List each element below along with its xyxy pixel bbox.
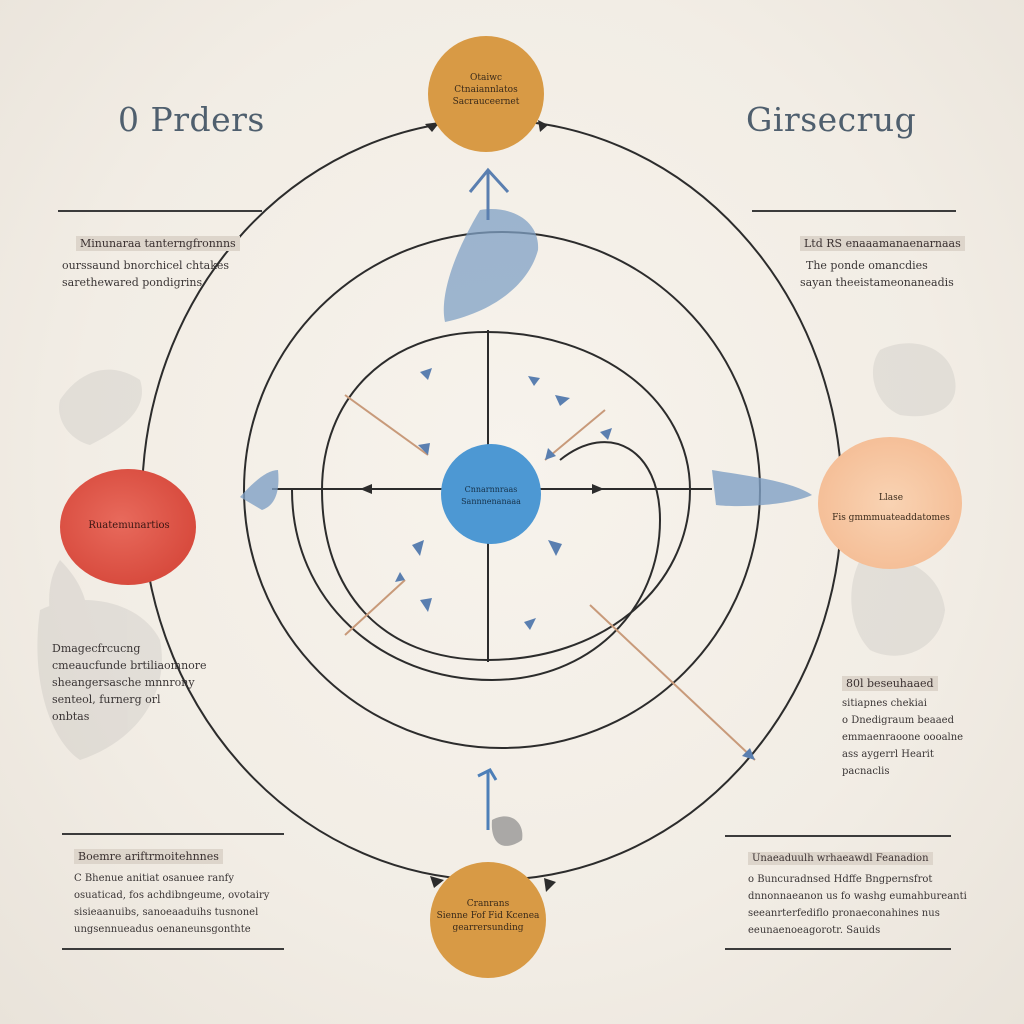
panel-line: sayan theeistameonaneadis [800,276,954,289]
panel-heading: 80l beseuhaaed [842,676,938,691]
panel-bottom-right: Unaeaduulh wrhaeawdl Feanadion o Buncura… [748,846,967,939]
panel-line: ourssaund bnorchicel chtakes [62,259,230,272]
panel-line: ass aygerrl Hearit [842,749,934,760]
top-node-line: Otaiwc [470,73,502,83]
panel-heading: Unaeaduulh wrhaeawdl Feanadion [748,852,933,865]
blue-arrow-up-icon [468,167,510,220]
panel-line: sarethewared pondigrins [62,276,203,289]
panel-line: The ponde omancdies [806,259,928,272]
panel-line: pacnaclis [842,766,890,777]
top-node-line: Sacrauceernet [452,97,520,107]
bottom-node-line: Sienne Fof Fid Kcenea [436,911,540,921]
panel-line: emmaenraoone oooalne [842,732,964,743]
panel-mid-right: 80l beseuhaaed sitiapnes chekiai o Dnedi… [842,672,992,780]
blue-shard-left [240,470,279,510]
left-title: 0 Prders [118,100,265,139]
bottom-node-circle [430,862,546,978]
center-node-line: Sannnenanaaa [461,497,521,506]
flow-arrows [344,394,756,761]
panel-line: cmeaucfunde brtiliaomnore [52,659,207,672]
rule-top-right [752,210,956,212]
right-node-label: Llase Fis gmmmuateaddatomes [818,492,964,524]
right-node-line: Fis gmmmuateaddatomes [832,513,950,523]
panel-line: o Buncuradnsed Hdffe Bngpernsfrot [748,874,933,885]
rule-bottom-right-bottom [725,948,951,950]
arrow-head-axis-right [592,484,604,494]
center-node-label: Cnnarnnraas Sannnenanaaa [441,484,541,508]
bottom-node-line: gearrersunding [452,923,524,933]
panel-line: sheangersasche mnnrony [52,676,195,689]
panel-line: onbtas [52,710,90,723]
panel-line: C Bhenue anitiat osanuee ranfy [74,873,235,884]
arrow-head-axis-left [360,484,372,494]
arrow-head-top-left [425,122,440,132]
arrow-head-bottom-left [430,876,444,888]
panel-line: eeunaenoeagorotr. Sauids [748,925,881,936]
gray-smudge-bottom [491,816,523,846]
arrow-head-bottom-right [544,878,556,892]
panel-line: o Dnedigraum beaaed [842,715,954,726]
center-node-circle [441,444,541,544]
panel-line: sitiapnes chekiai [842,698,927,709]
center-node-line: Cnnarnnraas [464,485,518,494]
top-node-label: Otaiwc Ctnaiannlatos Sacrauceernet [426,72,546,108]
panel-top-left: Minunaraa tanterngfronnns ourssaund bnor… [62,232,262,291]
arrow-head-top-right [538,120,548,132]
panel-line: osuaticad, fos achdibngeume, ovotairy [74,890,270,901]
left-node-circle [60,469,196,585]
panel-line: senteol, furnerg orl [52,693,161,706]
panel-line: Dmagecfrcucng [52,642,141,655]
bottom-node-line: Cranrans [466,899,510,909]
rule-bottom-right-top [725,835,951,837]
panel-heading: Minunaraa tanterngfronnns [76,236,240,251]
rule-bottom-left-bottom [62,948,284,950]
right-node-line: Llase [878,493,904,503]
panel-line: ungsennueadus oenaneunsgonthte [74,924,251,935]
panel-mid-left: Dmagecfrcucng cmeaucfunde brtiliaomnore … [52,640,252,725]
blue-arrow-down-icon [477,768,498,830]
panel-line: sisieaanuibs, sanoeaaduihs tusnonel [74,907,259,918]
bottom-node-label: Cranrans Sienne Fof Fid Kcenea gearrersu… [428,898,548,934]
top-node-line: Ctnaiannlatos [454,85,518,95]
background-smudges [37,343,956,760]
right-title: Girsecrug [746,100,917,139]
inner-spiral-loop [291,441,662,682]
panel-heading: Boemre ariftrmoitehnnes [74,849,223,864]
rule-top-left [58,210,262,212]
panel-heading: Ltd RS enaaamanaenarnaas [800,236,965,251]
top-node-circle [428,36,544,152]
panel-bottom-left: Boemre ariftrmoitehnnes C Bhenue anitiat… [74,845,284,938]
left-node-label: Ruatemunartios [64,520,194,532]
panel-line: seeanrterfediflo pronaeconahines nus [748,908,940,919]
right-node-circle [818,437,962,569]
blue-shard-top [443,209,539,322]
left-node-line: Ruatemunartios [88,520,170,531]
blue-shard-right [712,470,812,507]
panel-top-right: Ltd RS enaaamanaenarnaas The ponde omanc… [800,232,990,291]
rule-bottom-left-top [62,833,284,835]
flow-arrow-tips [395,368,755,760]
panel-line: dnnonnaeanon us fo washg eumahbureanti [748,891,967,902]
